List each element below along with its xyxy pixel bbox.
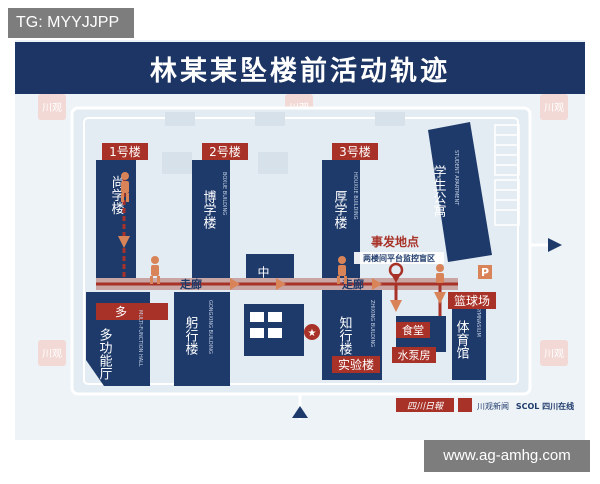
svg-text:尚学楼: 尚学楼 xyxy=(109,176,125,215)
central-courtyard-windows xyxy=(250,312,282,338)
building-2-subtitle: BOXUE BUILDING xyxy=(221,172,227,215)
logo-sichuan-daily: 四川日報 xyxy=(407,401,444,412)
student-apartment-name: 学生公寓 xyxy=(431,164,447,217)
building-3-tag-label: 3号楼 xyxy=(339,144,371,159)
basketball-label-bg xyxy=(448,292,496,309)
gongxing-building-subtitle: GONGXING BUILDING xyxy=(207,300,213,354)
lab-label-bg xyxy=(332,356,380,373)
canteen-label-bg xyxy=(396,322,430,338)
title-banner xyxy=(15,42,585,94)
gongxing-building xyxy=(174,292,230,386)
incident-pin-icon xyxy=(388,262,404,283)
tile-mark: 川观 xyxy=(42,348,62,360)
building-2-tag-label: 2号楼 xyxy=(209,144,241,159)
parking-lots xyxy=(494,124,520,226)
incident-title: 事发地点 xyxy=(371,234,419,249)
inner-road xyxy=(83,117,519,385)
incident-subtitle: 两楼间平台监控盲区 xyxy=(363,253,435,263)
person-icon xyxy=(150,256,160,284)
building-1-tag xyxy=(102,143,148,160)
person-icon xyxy=(121,172,129,202)
zhixing-building-name: 知行楼 xyxy=(337,315,353,355)
student-apartment-subtitle: STUDENT APARTMENT xyxy=(453,150,459,206)
star-icon: ★ xyxy=(308,328,317,339)
zhixing-building-subtitle: ZHIXING BUILDING xyxy=(369,300,375,347)
pump-room-label-bg xyxy=(392,347,436,363)
incident-sub-bg xyxy=(354,252,444,264)
route-chevrons xyxy=(230,278,382,290)
pump-room-label: 水泵房 xyxy=(398,349,431,362)
tile-mark: 川观 xyxy=(544,102,564,114)
building-2-tag xyxy=(202,143,248,160)
route-arrow-down-icon xyxy=(118,236,130,248)
building-3-tag xyxy=(332,143,378,160)
gymnasium xyxy=(452,298,486,380)
building-2-name: 博学楼 xyxy=(201,190,217,229)
watermark-top: TG: MYYJJPP xyxy=(8,8,134,38)
multi-function-hall-name: 多功能厅 xyxy=(97,327,113,380)
person-icon xyxy=(436,264,444,283)
person-icon xyxy=(337,256,347,284)
corridor-left-label: 走廊 xyxy=(179,277,202,291)
logo-chuanguan: 川观新闻 xyxy=(477,401,509,411)
multi-function-hall-label-bg xyxy=(96,303,168,320)
gymnasium-subtitle: GYMNASIUM xyxy=(475,306,481,337)
courtyard-pads xyxy=(162,112,405,174)
building-3-subtitle: HOUXUE BUILDING xyxy=(352,172,358,220)
building-1-name: 尚学楼 xyxy=(109,176,125,215)
watermark-bottom: www.ag-amhg.com xyxy=(424,440,590,472)
building-3-name: 厚学楼 xyxy=(332,190,348,229)
basketball-court-label: 篮球场 xyxy=(454,293,490,308)
parking-label: P xyxy=(481,266,489,279)
south-exit-arrow-icon xyxy=(292,406,308,418)
logo-scol: SCOL 四川在线 xyxy=(516,401,574,411)
parking-sign xyxy=(478,265,492,279)
logo-sichuan-daily-bg xyxy=(396,398,454,412)
gymnasium-name: 体育馆 xyxy=(454,320,470,359)
student-apartment xyxy=(428,122,492,262)
route-arrow-gym-icon xyxy=(434,292,446,304)
tile-mark: 川观 xyxy=(42,102,62,114)
east-exit-arrow-icon xyxy=(548,238,562,252)
building-1 xyxy=(96,160,136,278)
canteen-label: 食堂 xyxy=(402,323,424,337)
gongxing-building-name: 躬行楼 xyxy=(183,315,199,355)
building-2 xyxy=(192,160,230,278)
multi-function-hall-name-1: 多 xyxy=(115,305,127,319)
route-arrow-canteen-icon xyxy=(390,300,402,312)
logo-chuanguan-mark xyxy=(458,398,472,412)
building-1-tag-label: 1号楼 xyxy=(109,144,141,159)
tile-mark: 川观 xyxy=(544,348,564,360)
lab-building-name: 实验楼 xyxy=(338,357,374,372)
pin-marker xyxy=(304,324,320,340)
multi-function-hall-subtitle: MULTI-FUNCTION HALL xyxy=(137,310,143,367)
map-title: 林某某坠楼前活动轨迹 xyxy=(150,55,450,87)
